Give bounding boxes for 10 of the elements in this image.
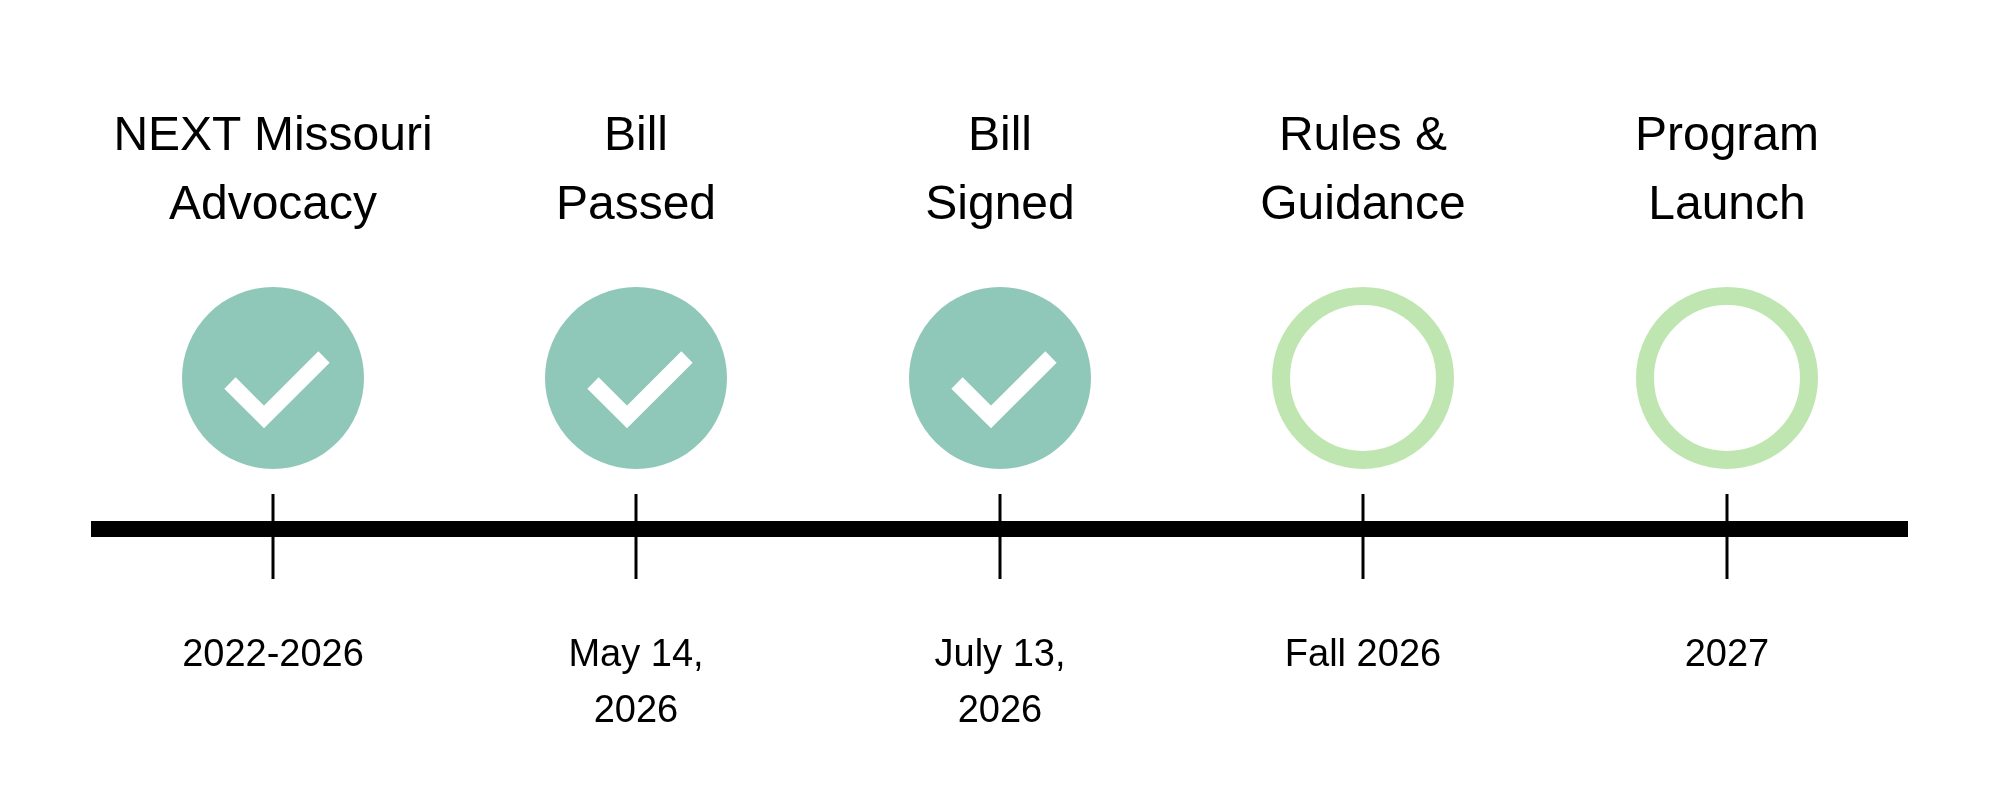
milestone-title: Bill Passed <box>554 106 718 231</box>
milestone-date: July 13, 2026 <box>933 631 1067 732</box>
milestone-date: 2027 <box>1684 631 1770 676</box>
milestone-title: Rules & Guidance <box>1259 106 1467 231</box>
milestone-title: Bill Signed <box>924 106 1076 231</box>
milestone-date: Fall 2026 <box>1284 631 1442 676</box>
milestone-title: Program Launch <box>1633 106 1821 231</box>
milestone-title: NEXT Missouri Advocacy <box>112 106 434 231</box>
milestone-date: 2022-2026 <box>182 631 364 676</box>
milestone-date: May 14, 2026 <box>567 631 705 732</box>
